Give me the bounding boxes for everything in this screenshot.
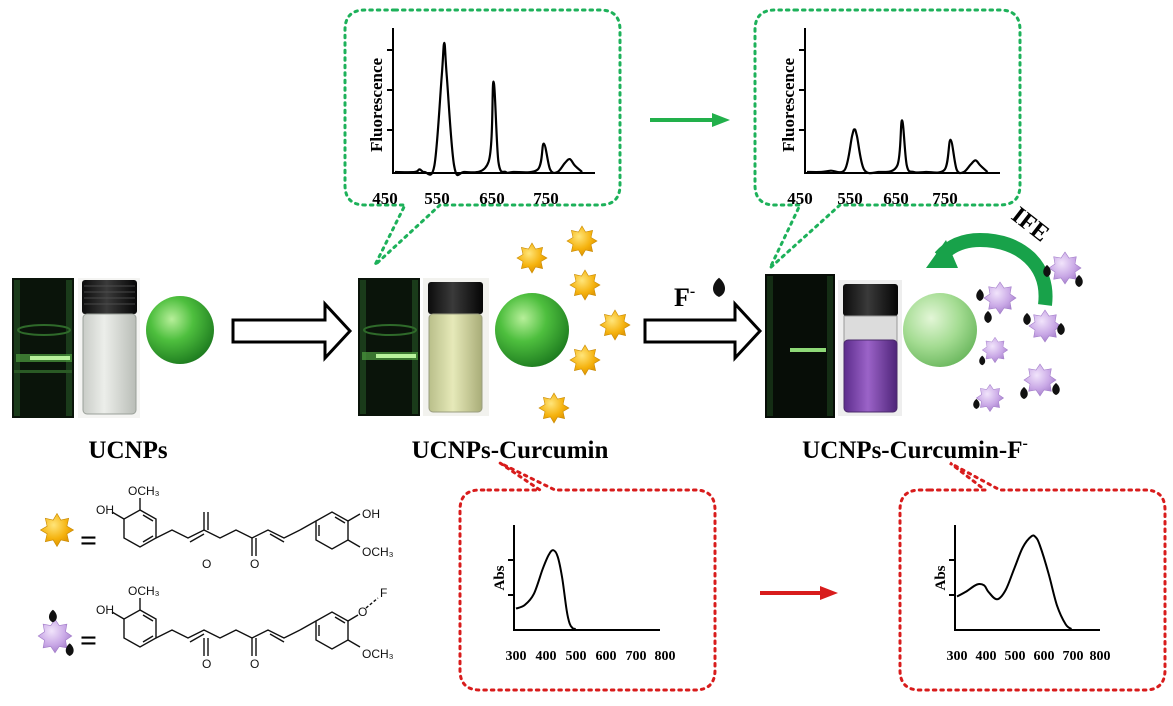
legend-equals-1: = [80, 524, 97, 557]
chart-3-axes [508, 525, 660, 631]
curcumin-particle [566, 225, 598, 257]
chart-4-xtick: 700 [1063, 649, 1084, 664]
chart-4-xtick: 600 [1034, 649, 1055, 664]
legend-equals-2: = [80, 624, 97, 657]
chart-1-ylabel: Fluorescence [367, 58, 386, 153]
chart-3-xtick: 600 [596, 649, 617, 664]
fluoride-charge: - [690, 283, 695, 300]
curcumin-fluoride-particle [973, 384, 1004, 412]
chart-1-xtick: 450 [372, 189, 398, 208]
chart-4-xtick: 400 [976, 649, 997, 664]
curcumin-structure-labels: OH OCH₃ OH OCH₃ O O [96, 484, 394, 571]
chart-3-xtick: 700 [626, 649, 647, 664]
chart-3-xtick: 300 [506, 649, 527, 664]
green-transition-arrow [650, 113, 730, 127]
chart-4-xtick: 500 [1005, 649, 1026, 664]
stage-label-ucnps: UCNPs [88, 437, 167, 464]
chart-2-xtick: 750 [932, 189, 958, 208]
cuvette-photo-2 [358, 278, 420, 416]
absorbance-callout-2 [898, 461, 1167, 692]
complex-structure [111, 597, 379, 656]
legend-complex-particle [37, 609, 74, 656]
absorbance-callout-1 [458, 461, 717, 692]
absorbance-spectrum-line-1 [515, 549, 576, 630]
complex-oh-left: OH [96, 603, 114, 617]
chart-3-ylabel: Abs [492, 565, 508, 590]
fluoride-symbol: F [674, 283, 690, 312]
cuvette-photo-1 [12, 278, 74, 418]
fluorescence-callout-1 [343, 8, 622, 267]
chart-4-ylabel: Abs [933, 565, 949, 590]
curcumin-fluoride-particle [979, 336, 1009, 366]
hollow-arrow-2 [643, 300, 763, 362]
fluoride-label: F- [674, 283, 695, 312]
chart-4-xtick: 300 [947, 649, 968, 664]
legend-curcumin-particle [40, 513, 74, 547]
cuvette-photo-3 [765, 274, 835, 418]
chart-3-xtick: 500 [566, 649, 587, 664]
curcumin-particle [569, 344, 601, 376]
curcumin-o1: O [202, 557, 211, 571]
chart-2-xticks: 450 550 650 750 [787, 189, 958, 208]
absorbance-spectrum-line-2 [956, 534, 1073, 630]
ucnp-sphere-2 [495, 293, 569, 367]
curcumin-particle [516, 242, 548, 274]
curcumin-o2: O [250, 557, 259, 571]
chart-1-xtick: 750 [533, 189, 559, 208]
vial-photo-2 [423, 278, 489, 416]
chart-4-xticks: 300 400 500 600 700 800 [947, 649, 1111, 664]
ife-curved-arrow [926, 232, 1053, 306]
curcumin-oh-right: OH [362, 507, 380, 521]
chart-1-xtick: 650 [479, 189, 505, 208]
stage-label-charge: - [1023, 435, 1028, 452]
curcumin-structure [111, 498, 361, 556]
ucnp-sphere-1 [146, 296, 214, 364]
chart-4-xtick: 800 [1090, 649, 1111, 664]
red-transition-arrow [760, 586, 838, 600]
curcumin-fluoride-particle [976, 281, 1017, 323]
chart-4-axes [949, 525, 1100, 631]
stage-label-ucnps-curcumin-f: UCNPs-Curcumin-F- [802, 435, 1028, 464]
curcumin-oh-left: OH [96, 503, 114, 517]
curcumin-och3-top: OCH₃ [128, 484, 160, 498]
complex-o1: O [202, 657, 211, 671]
chart-2-xtick: 650 [883, 189, 909, 208]
stage-label-ucnps-curcumin: UCNPs-Curcumin [412, 437, 609, 464]
curcumin-particle [538, 392, 570, 424]
curcumin-particle [599, 309, 631, 341]
chart-3-xticks: 300 400 500 600 700 800 [506, 649, 676, 664]
curcumin-fluoride-particle [1020, 363, 1060, 399]
chart-1-xtick: 550 [424, 189, 450, 208]
curcumin-och3-right: OCH₃ [362, 545, 394, 559]
fluorescence-spectrum-line-1 [394, 41, 583, 177]
complex-f-label: F [380, 586, 387, 600]
vial-photo-1 [78, 278, 140, 418]
chart-1-xticks: 450 550 650 750 [372, 189, 559, 208]
fluorescence-spectrum-line-2 [806, 119, 989, 175]
fluoride-drop-icon [713, 277, 725, 297]
complex-o2: O [250, 657, 259, 671]
ucnp-sphere-3 [903, 293, 977, 367]
chart-3-xtick: 400 [536, 649, 557, 664]
complex-structure-labels: OH OCH₃ O F OCH₃ O O [96, 584, 394, 671]
complex-o-right: O [358, 605, 367, 619]
chart-2-ylabel: Fluorescence [779, 58, 798, 153]
curcumin-fluoride-particle [1023, 309, 1065, 343]
curcumin-fluoride-particles [973, 251, 1083, 412]
chart-3-xtick: 800 [655, 649, 676, 664]
curcumin-particle [569, 269, 601, 301]
vial-photo-3 [838, 280, 902, 416]
chart-2-xtick: 450 [787, 189, 813, 208]
chart-2-xtick: 550 [837, 189, 863, 208]
stage-label-ucnps-curcumin-f-text: UCNPs-Curcumin-F [802, 437, 1022, 464]
complex-och3-top: OCH₃ [128, 584, 160, 598]
complex-och3-right: OCH₃ [362, 647, 394, 661]
fluorescence-callout-2 [753, 8, 1022, 270]
hollow-arrow-1 [231, 300, 353, 362]
